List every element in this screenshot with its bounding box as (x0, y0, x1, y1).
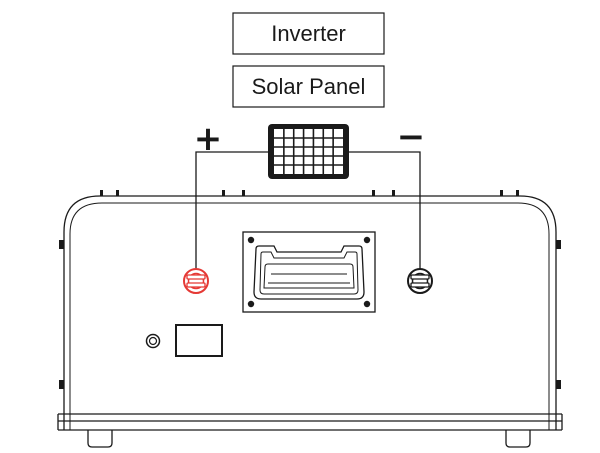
handle-icon (242, 231, 376, 313)
wiring (195, 151, 421, 272)
inverter-label: Inverter (271, 21, 346, 46)
negative-terminal-icon (407, 268, 433, 294)
display-window (175, 324, 223, 357)
negative-sign: − (397, 117, 426, 157)
positive-sign: + (194, 119, 223, 159)
solar-panel-icon (268, 124, 349, 179)
battery-housing (57, 190, 563, 448)
right-foot (505, 430, 531, 448)
positive-terminal-icon (183, 268, 209, 294)
left-foot (87, 430, 113, 448)
inverter-label-box: Inverter (232, 12, 385, 55)
solar-panel-label-box: Solar Panel (232, 65, 385, 108)
solar-panel-label: Solar Panel (252, 74, 366, 99)
power-button-icon (145, 333, 161, 349)
